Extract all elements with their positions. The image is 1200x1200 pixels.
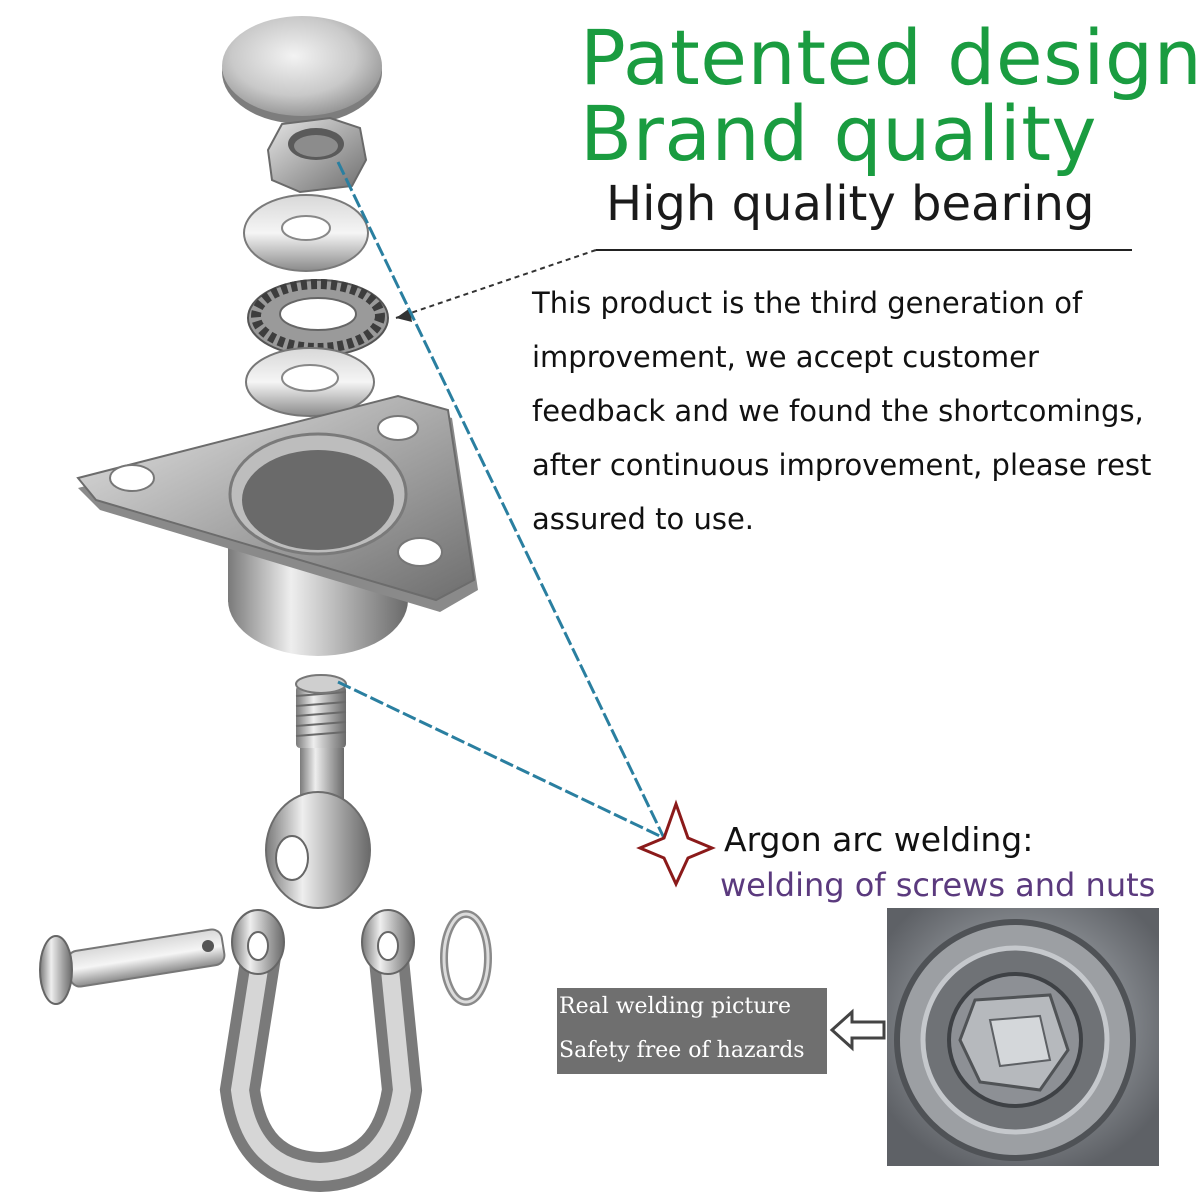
description-paragraph: This product is the third generation of …	[532, 276, 1197, 546]
d-shackle	[219, 909, 423, 1193]
headline-line-1: Patented design	[580, 13, 1200, 102]
description-line: improvement, we accept customer	[532, 340, 1039, 374]
flat-washer	[243, 194, 369, 272]
description-line: after continuous improvement, please res…	[532, 448, 1152, 482]
four-point-star-icon	[636, 799, 716, 888]
description-line: feedback and we found the shortcomings,	[532, 394, 1144, 428]
hex-nut	[266, 116, 368, 194]
welding-photo-label: Real welding picture Safety free of haza…	[557, 988, 827, 1074]
description-line: This product is the third generation of	[532, 286, 1083, 320]
welding-closeup-photo	[887, 908, 1159, 1166]
description-line: assured to use.	[532, 502, 755, 536]
headline-line-2: Brand quality	[580, 89, 1098, 178]
eye-bolt	[265, 674, 371, 909]
hollow-left-arrow-icon	[829, 1008, 886, 1052]
round-cap	[222, 16, 382, 124]
leader-lines	[336, 161, 1132, 840]
subheading: High quality bearing	[606, 176, 1095, 232]
thrust-bearing	[247, 279, 389, 357]
welding-subtitle: welding of screws and nuts	[720, 866, 1156, 904]
triangle-base-plate	[76, 394, 478, 656]
bearing-washer	[245, 347, 375, 417]
welding-photo-label-line-1: Real welding picture	[559, 994, 791, 1019]
welding-photo-label-line-2: Safety free of hazards	[559, 1038, 805, 1063]
split-ring	[440, 910, 492, 1006]
welding-title: Argon arc welding:	[724, 820, 1034, 859]
clevis-pin	[39, 928, 226, 1005]
